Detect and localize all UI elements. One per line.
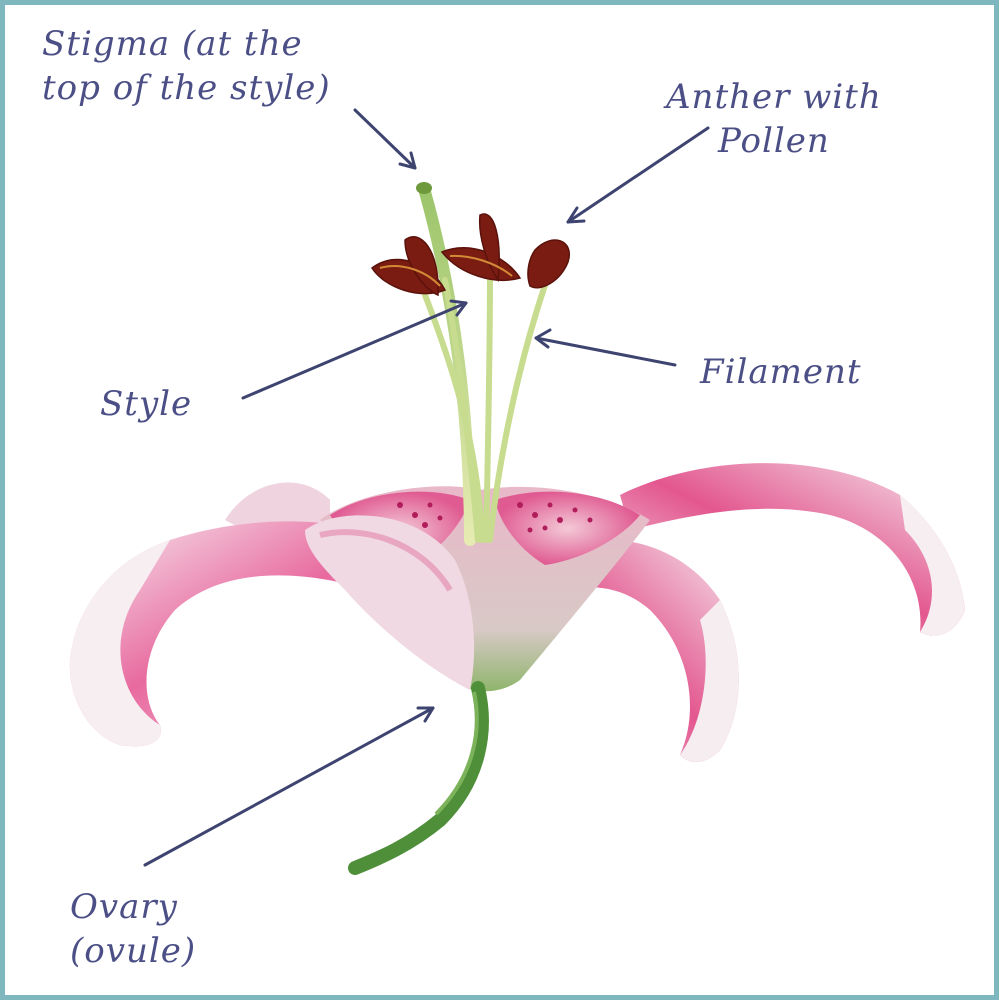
stigma	[416, 182, 432, 194]
anther-label-line-1: Anther with	[666, 75, 882, 119]
stigma-label-line-1: Stigma (at the	[42, 22, 331, 66]
stigma-label: Stigma (at the top of the style)	[42, 22, 331, 110]
style-label: Style	[100, 382, 192, 426]
ovary-label: Ovary (ovule)	[70, 885, 196, 973]
ovary-label-line-2: (ovule)	[70, 929, 196, 973]
anthers	[372, 214, 569, 295]
anther-label-line-2: Pollen	[666, 119, 882, 163]
arrow-filament	[536, 330, 675, 365]
ovary-label-line-1: Ovary	[70, 885, 196, 929]
stigma-label-line-2: top of the style)	[42, 66, 331, 110]
arrow-ovary	[145, 708, 433, 865]
arrow-stigma	[355, 110, 415, 168]
filament-label: Filament	[700, 350, 862, 394]
anther-label: Anther with Pollen	[666, 75, 882, 163]
